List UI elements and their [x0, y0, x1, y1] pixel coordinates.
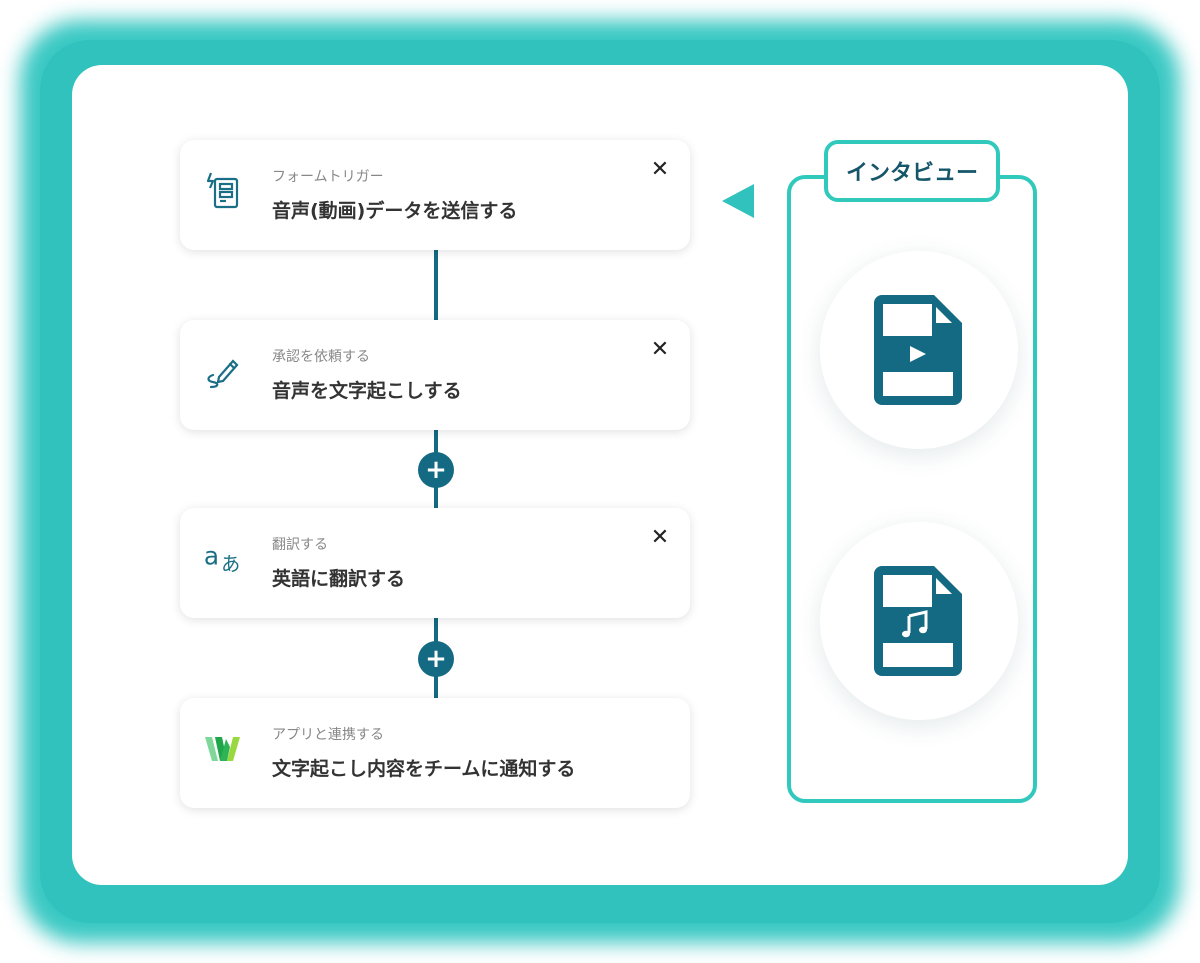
step-title: 文字起こし内容をチームに通知する [272, 758, 576, 780]
interview-label: インタビュー [824, 140, 1000, 202]
w-app-logo-icon [202, 728, 244, 770]
add-step-button[interactable]: + [418, 452, 454, 488]
svg-text:あ: あ [221, 552, 240, 575]
connector-line [434, 250, 438, 320]
audio-file-item[interactable] [820, 522, 1018, 720]
close-icon[interactable]: ✕ [650, 337, 670, 362]
flow-step-card[interactable]: フォームトリガー 音声(動画)データを送信する ✕ [180, 140, 690, 250]
form-trigger-icon [202, 170, 244, 212]
step-type-label: 承認を依頼する [272, 349, 370, 365]
pointer-arrow-icon [722, 184, 754, 218]
step-title: 英語に翻訳する [272, 568, 406, 590]
close-icon[interactable]: ✕ [650, 157, 670, 182]
step-title: 音声を文字起こしする [272, 380, 462, 402]
pen-signature-icon [202, 350, 244, 392]
step-type-label: 翻訳する [272, 537, 328, 553]
step-type-label: フォームトリガー [272, 169, 384, 185]
audio-file-icon [874, 566, 962, 676]
video-file-item[interactable] [820, 251, 1018, 449]
flow-step-card[interactable]: a あ 翻訳する 英語に翻訳する ✕ [180, 508, 690, 618]
step-type-label: アプリと連携する [272, 727, 384, 743]
flow-step-card[interactable]: アプリと連携する 文字起こし内容をチームに通知する [180, 698, 690, 808]
translate-icon: a あ [202, 538, 244, 580]
add-step-button[interactable]: + [418, 641, 454, 677]
close-icon[interactable]: ✕ [650, 525, 670, 550]
svg-text:a: a [204, 542, 219, 571]
video-file-icon [874, 295, 962, 405]
step-title: 音声(動画)データを送信する [272, 200, 518, 222]
flow-step-card[interactable]: 承認を依頼する 音声を文字起こしする ✕ [180, 320, 690, 430]
